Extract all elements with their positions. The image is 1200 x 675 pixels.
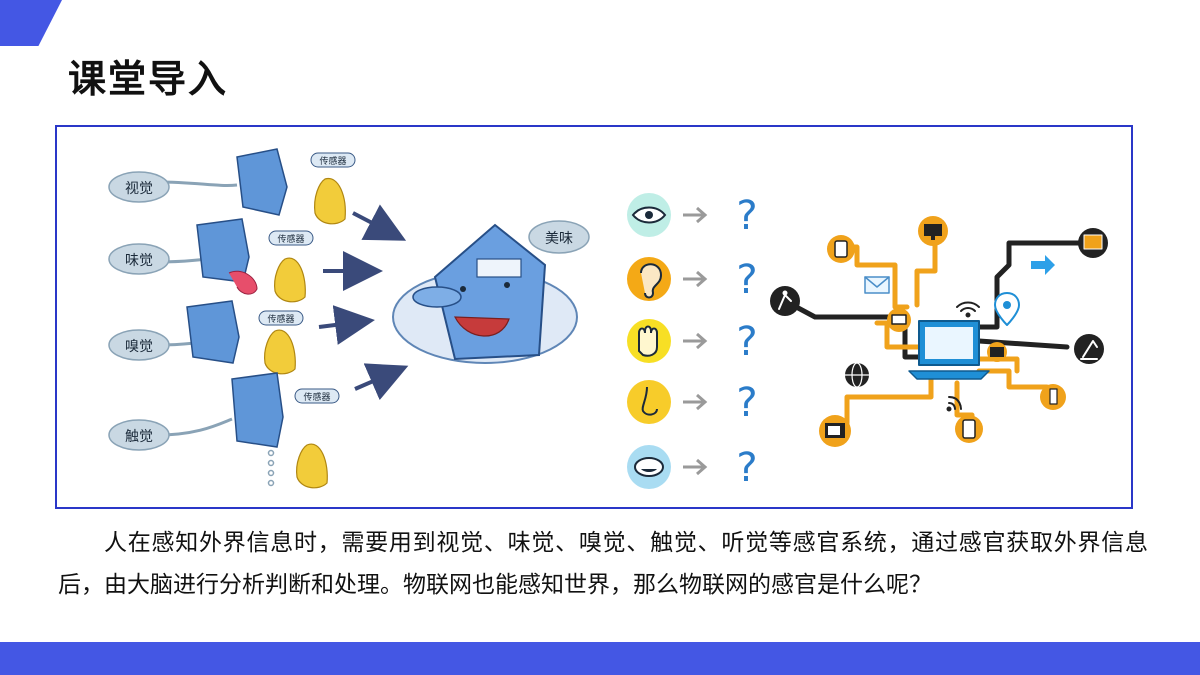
- robot-arm-icon: [770, 286, 800, 316]
- sense-label: 触觉: [125, 429, 153, 445]
- nose-icon: [641, 386, 658, 416]
- question-mark: ?: [736, 445, 757, 491]
- iot-network: [770, 216, 1108, 447]
- illustration: 视觉 传感器 味觉 传感器 嗅觉 传感器 触: [108, 148, 1108, 491]
- illustration-frame: 视觉 传感器 味觉 传感器 嗅觉 传感器 触: [55, 125, 1133, 509]
- sense-bubble: [108, 171, 170, 203]
- sensor-box-icon: [186, 300, 240, 364]
- sensor-box-icon: [231, 372, 284, 448]
- eye-icon: [631, 206, 667, 224]
- sense-bubble: [108, 419, 170, 451]
- sensor-tag: 传感器: [303, 391, 330, 403]
- tv-icon: [1078, 228, 1108, 258]
- question-mark: ?: [736, 319, 757, 365]
- organ-row-nose: ?: [627, 380, 758, 426]
- smile-icon: [454, 316, 510, 337]
- mail-icon: [864, 276, 890, 294]
- sense-label: 味觉: [125, 253, 153, 269]
- organ-row-ear: ?: [627, 257, 758, 303]
- sensor-tag: 传感器: [267, 313, 294, 325]
- sense-bubble: [108, 329, 170, 361]
- sensor-tag: 传感器: [319, 155, 346, 167]
- sense-bubble: [108, 243, 170, 275]
- nose-icon: [412, 286, 462, 308]
- radio-icon: [987, 342, 1007, 362]
- arrows-to-brain: [318, 204, 409, 401]
- location-pin-icon: [994, 292, 1020, 326]
- hand-icon: [638, 325, 658, 357]
- brain-character: 美味: [392, 220, 590, 364]
- pear-icon: [314, 178, 346, 225]
- page-title: 课堂导入: [68, 57, 229, 101]
- globe-icon: [844, 362, 870, 388]
- sense-row-taste: 味觉 传感器: [108, 218, 314, 303]
- sense-label: 嗅觉: [125, 339, 153, 355]
- brain-speech-bubble: [528, 220, 590, 254]
- sensor-box-icon: [236, 148, 288, 216]
- question-mark: ?: [736, 257, 757, 303]
- tv-set-icon: [819, 415, 851, 447]
- wifi-icon: [956, 301, 980, 318]
- sensor-box-icon: [196, 218, 250, 283]
- monitor-icon: [918, 216, 948, 246]
- tongue-icon: [228, 270, 258, 295]
- question-mark: ?: [736, 380, 757, 426]
- laptop-icon: [908, 320, 990, 380]
- sensor-tag: 传感器: [277, 233, 304, 245]
- battery-icon: [1040, 384, 1066, 410]
- desk-lamp-icon: [1074, 334, 1104, 364]
- pear-icon: [274, 257, 306, 303]
- phone-icon: [827, 235, 855, 263]
- sense-label: 视觉: [125, 181, 153, 197]
- organ-row-hand: ?: [627, 319, 758, 365]
- sense-row-vision: 视觉 传感器: [108, 148, 356, 225]
- right-arrow-icon: [1031, 255, 1055, 275]
- ear-icon: [640, 263, 663, 299]
- sense-row-touch: 触觉 传感器: [108, 372, 340, 489]
- mobile-icon: [955, 415, 983, 443]
- mouth-icon: [634, 457, 664, 477]
- printer-icon: [887, 308, 911, 332]
- sense-row-smell: 嗅觉 传感器: [108, 300, 304, 375]
- corner-accent: [0, 0, 62, 46]
- pear-icon: [296, 443, 328, 489]
- pear-icon: [264, 329, 296, 375]
- organ-row-eye: ?: [627, 193, 758, 239]
- intro-paragraph: 人在感知外界信息时，需要用到视觉、味觉、嗅觉、触觉、听觉等感官系统，通过感官获取…: [58, 530, 1148, 598]
- organ-row-mouth: ?: [627, 445, 758, 491]
- question-mark: ?: [736, 193, 757, 239]
- signal-icon: [946, 396, 962, 412]
- footer-bar: [0, 642, 1200, 675]
- brain-bubble-text: 美味: [545, 231, 573, 247]
